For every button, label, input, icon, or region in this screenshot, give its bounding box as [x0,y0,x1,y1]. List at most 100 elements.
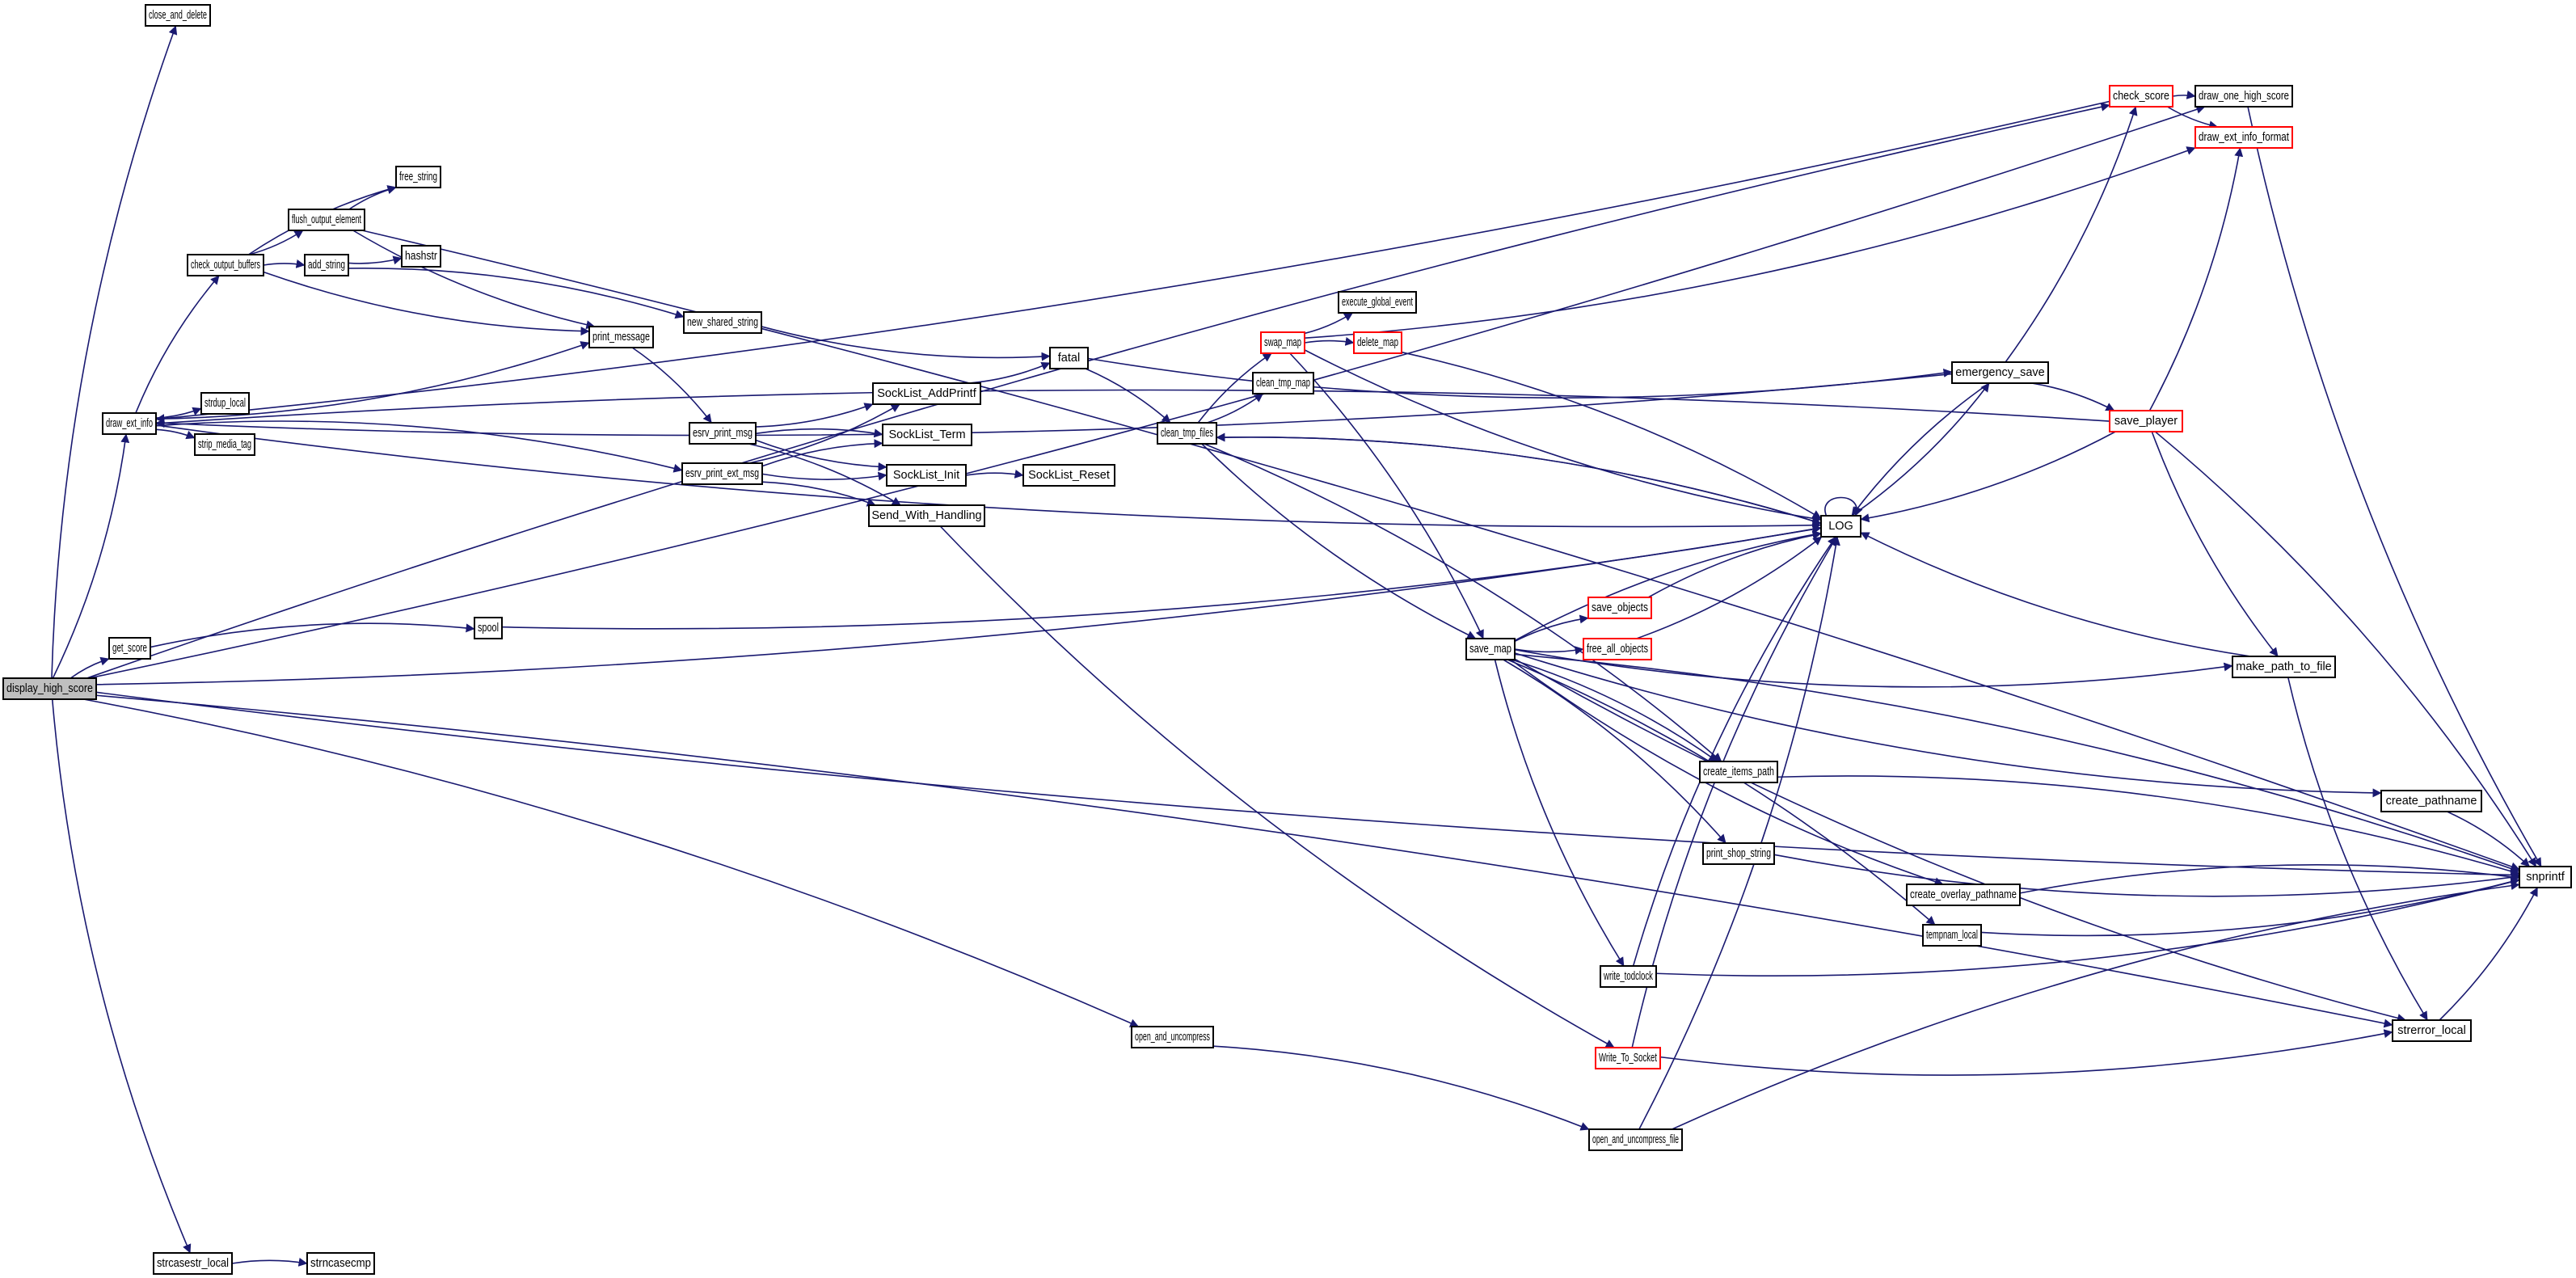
node-box[interactable] [1252,372,1314,394]
node-tempnam-local[interactable]: tempnam_local [1922,924,1982,947]
node-save-map[interactable]: save_map [1465,638,1516,660]
node-check-output-buffers[interactable]: check_output_buffers [187,254,264,276]
node-snprintf[interactable]: snprintf [2519,866,2572,888]
node-box[interactable] [872,382,981,405]
node-box[interactable] [1588,1128,1683,1151]
node-box[interactable] [145,4,211,27]
node-create-overlay-pathname[interactable]: create_overlay_pathname [1906,884,2021,906]
node-esrv-print-msg[interactable]: esrv_print_msg [689,422,757,445]
node-save-objects[interactable]: save_objects [1587,597,1652,619]
node-add-string[interactable]: add_string [304,254,349,276]
node-box[interactable] [2,677,97,700]
node-socklist-addprintf[interactable]: SockList_AddPrintf [872,382,981,405]
node-box[interactable] [102,412,157,435]
node-box[interactable] [1595,1047,1661,1069]
node-strncasecmp[interactable]: strncasecmp [306,1252,375,1275]
node-draw-ext-info-format[interactable]: draw_ext_info_format [2194,126,2293,149]
node-box[interactable] [2380,790,2482,812]
node-box[interactable] [886,464,967,487]
node-open-and-uncompress[interactable]: open_and_uncompress [1131,1026,1214,1048]
node-box[interactable] [2194,126,2293,149]
node-box[interactable] [1587,597,1652,619]
node-box[interactable] [882,424,972,446]
node-print-shop-string[interactable]: print_shop_string [1702,842,1775,865]
node-box[interactable] [1583,638,1652,660]
node-strerror-local[interactable]: strerror_local [2392,1019,2472,1042]
node-socklist-reset[interactable]: SockList_Reset [1022,464,1115,487]
node-box[interactable] [689,422,757,445]
node-box[interactable] [2392,1019,2472,1042]
node-box[interactable] [1906,884,2021,906]
node-box[interactable] [683,311,762,334]
node-strip-media-tag[interactable]: strip_media_tag [194,433,255,456]
node-box[interactable] [1338,291,1417,314]
node-free-all-objects[interactable]: free_all_objects [1583,638,1652,660]
node-print-message[interactable]: print_message [588,326,654,348]
node-emergency-save[interactable]: emergency_save [1951,361,2049,384]
node-box[interactable] [1820,515,1861,538]
node-strdup-local[interactable]: strdup_local [200,392,250,415]
node-box[interactable] [395,166,441,188]
node-open-and-uncompress-file[interactable]: open_and_uncompress_file [1588,1128,1683,1151]
node-box[interactable] [588,326,654,348]
node-create-items-path[interactable]: create_items_path [1699,761,1778,783]
node-strcasestr-local[interactable]: strcasestr_local [153,1252,233,1275]
node-box[interactable] [868,504,985,527]
node-log[interactable]: LOG [1820,515,1861,538]
node-box[interactable] [1353,331,1402,354]
node-box[interactable] [1702,842,1775,865]
node-new-shared-string[interactable]: new_shared_string [683,311,762,334]
node-box[interactable] [187,254,264,276]
node-clean-tmp-map[interactable]: clean_tmp_map [1252,372,1314,394]
node-box[interactable] [200,392,250,415]
node-box[interactable] [194,433,255,456]
node-box[interactable] [1022,464,1115,487]
node-send-with-handling[interactable]: Send_With_Handling [868,504,985,527]
node-make-path-to-file[interactable]: make_path_to_file [2232,656,2336,678]
node-execute-global-event[interactable]: execute_global_event [1338,291,1417,314]
node-box[interactable] [474,617,503,639]
node-box[interactable] [1600,965,1657,988]
node-box[interactable] [1131,1026,1214,1048]
node-box[interactable] [1049,347,1089,369]
node-box[interactable] [153,1252,233,1275]
node-box[interactable] [1260,331,1305,354]
node-spool[interactable]: spool [474,617,503,639]
node-free-string[interactable]: free_string [395,166,441,188]
node-create-pathname[interactable]: create_pathname [2380,790,2482,812]
node-box[interactable] [2232,656,2336,678]
node-close-and-delete[interactable]: close_and_delete [145,4,211,27]
node-box[interactable] [681,462,763,485]
node-hashstr[interactable]: hashstr [401,245,441,268]
node-get-score[interactable]: get_score [108,637,151,660]
node-fatal[interactable]: fatal [1049,347,1089,369]
node-box[interactable] [2519,866,2572,888]
node-write-todclock[interactable]: write_todclock [1600,965,1657,988]
node-write-to-socket[interactable]: Write_To_Socket [1595,1047,1661,1069]
node-box[interactable] [401,245,441,268]
node-delete-map[interactable]: delete_map [1353,331,1402,354]
node-save-player[interactable]: save_player [2109,410,2183,432]
node-box[interactable] [1157,422,1217,445]
node-clean-tmp-files[interactable]: clean_tmp_files [1157,422,1217,445]
node-check-score[interactable]: check_score [2109,85,2173,108]
node-draw-one-high-score[interactable]: draw_one_high_score [2194,85,2293,108]
node-box[interactable] [288,209,365,231]
node-socklist-term[interactable]: SockList_Term [882,424,972,446]
node-box[interactable] [1951,361,2049,384]
node-swap-map[interactable]: swap_map [1260,331,1305,354]
node-draw-ext-info[interactable]: draw_ext_info [102,412,157,435]
node-box[interactable] [304,254,349,276]
node-box[interactable] [1465,638,1516,660]
node-box[interactable] [2194,85,2293,108]
node-esrv-print-ext-msg[interactable]: esrv_print_ext_msg [681,462,763,485]
node-box[interactable] [2109,85,2173,108]
node-socklist-init[interactable]: SockList_Init [886,464,967,487]
node-box[interactable] [1699,761,1778,783]
node-flush-output-element[interactable]: flush_output_element [288,209,365,231]
node-box[interactable] [2109,410,2183,432]
node-box[interactable] [306,1252,375,1275]
node-display-high-score[interactable]: display_high_score [2,677,97,700]
node-box[interactable] [1922,924,1982,947]
node-box[interactable] [108,637,151,660]
